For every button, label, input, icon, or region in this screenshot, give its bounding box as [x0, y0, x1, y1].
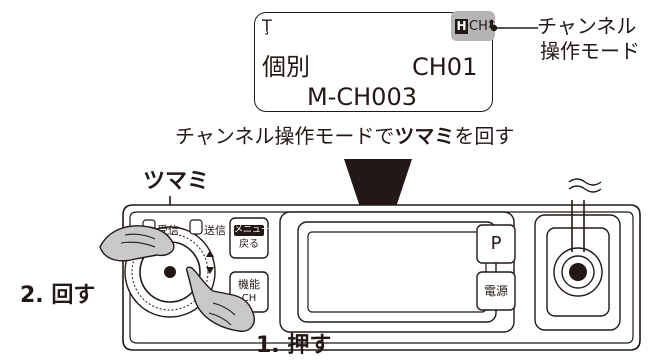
- callout-label: チャンネル 操作モード: [537, 14, 640, 64]
- up-down-arrows-icon: ⬍: [486, 18, 497, 33]
- hands-illustration: [99, 225, 255, 332]
- back-button-label: 戻る: [239, 239, 259, 250]
- step-rotate-label: 2. 回す: [20, 283, 96, 308]
- ch-lock-label: CH: [241, 293, 257, 304]
- menu-back-button[interactable]: メニュー 戻る: [230, 218, 271, 258]
- step-press-label: 1. 押す: [256, 333, 332, 358]
- p-button[interactable]: P: [490, 233, 502, 254]
- cable-break-icon: [568, 178, 602, 193]
- lcd-memory-channel: M-CH003: [307, 83, 417, 111]
- function-button[interactable]: 機能 CH: [230, 272, 268, 312]
- antenna-icon: Ţ: [262, 16, 272, 35]
- caption-after: を回す: [454, 124, 515, 148]
- rotating-hand-icon: [99, 225, 175, 262]
- pressing-hand-icon: [185, 266, 255, 332]
- lcd-channel-number: CH01: [412, 53, 478, 81]
- led-transmit-label: 送信: [204, 224, 226, 237]
- channel-mode-label: CH: [469, 19, 488, 34]
- power-button[interactable]: 電源: [483, 284, 508, 298]
- function-button-label: 機能: [238, 278, 260, 291]
- caption-highlight: ツマミ: [394, 124, 455, 148]
- lcd-display: Ţ H CH ⬍ 個別 CH01 M-CH003: [254, 11, 497, 112]
- lcd-call-type: 個別: [262, 53, 310, 81]
- callout-line-2: 操作モード: [540, 39, 640, 63]
- mode-h-indicator: H: [455, 19, 468, 34]
- callout-leader-line: [490, 24, 538, 32]
- caption-before: チャンネル操作モードで: [175, 124, 395, 148]
- callout-line-1: チャンネル: [537, 14, 637, 38]
- instruction-caption: チャンネル操作モードでツマミを回す: [175, 125, 514, 147]
- knob-label: ツマミ: [143, 169, 210, 194]
- led-receive-label: 受信: [157, 224, 179, 237]
- menu-button-label: メニュー: [234, 225, 271, 236]
